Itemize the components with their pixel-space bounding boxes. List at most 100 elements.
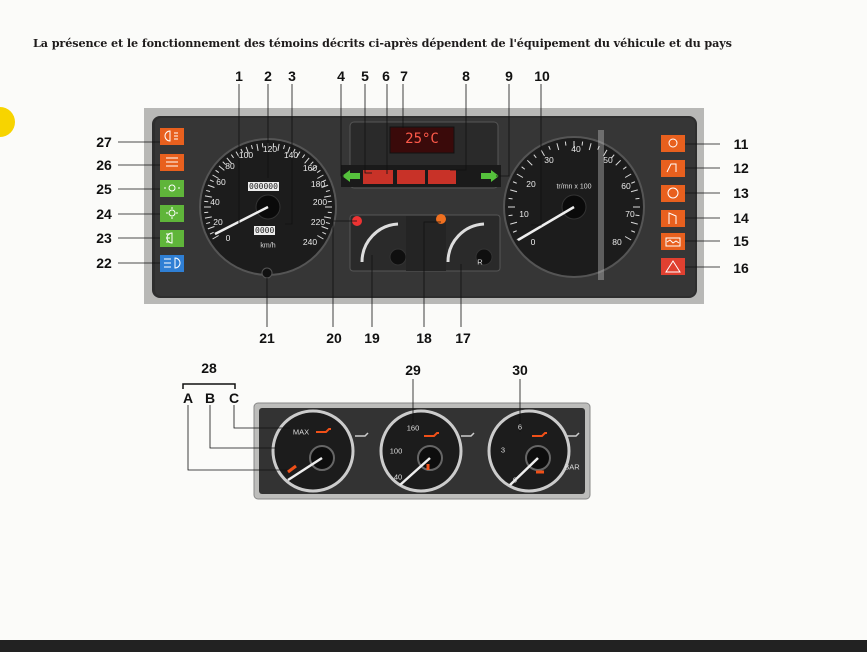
oil-pressure-tick: 6: [517, 422, 523, 432]
speed-tick: 160: [302, 163, 318, 173]
dial-tick: [321, 226, 329, 230]
callout-26: 26: [96, 157, 112, 173]
dial-tick: [611, 154, 615, 159]
callout-16: 16: [733, 260, 749, 276]
dial-tick: [516, 173, 524, 178]
oil-pressure-warning: [363, 170, 393, 184]
dial-tick: [603, 149, 608, 157]
callout-21: 21: [259, 330, 275, 346]
callout-bracket-28: [182, 383, 236, 389]
dial-tick: [548, 145, 551, 150]
rpm-tick: 80: [612, 237, 622, 247]
rpm-tick: 50: [603, 155, 613, 165]
callout-20: 20: [326, 330, 342, 346]
callout-29: 29: [405, 362, 421, 378]
left-warning-lights: [160, 128, 184, 272]
speed-tick: 200: [312, 197, 328, 207]
dial-tick: [296, 151, 301, 158]
dial-tick: [250, 145, 253, 150]
brake-icon: [661, 135, 685, 152]
dial-tick: [215, 169, 220, 173]
dial-tick: [624, 173, 632, 178]
dial-tick: [630, 189, 638, 193]
dial-tick: [277, 143, 280, 151]
dial-tick: [521, 166, 526, 170]
dial-tick: [316, 169, 321, 173]
oil-gauge-panel: [253, 402, 591, 500]
dial-tick: [304, 157, 310, 164]
page-heading: La présence et le fonctionnement des tém…: [33, 36, 732, 50]
dial-tick: [226, 157, 232, 164]
temperature-display: [389, 126, 455, 154]
speed-tick: 140: [283, 150, 299, 160]
dial-tick: [510, 221, 518, 225]
dial-tick: [302, 154, 306, 159]
callout-B: B: [204, 390, 216, 406]
speed-tick: 100: [238, 150, 254, 160]
sidelights-icon: [160, 180, 184, 197]
callout-12: 12: [733, 160, 749, 176]
battery-charge-icon: [661, 233, 685, 250]
dial-tick: [564, 141, 567, 146]
dial-tick: [508, 197, 513, 200]
dial-tick: [245, 146, 249, 154]
dial-tick: [204, 195, 212, 198]
dial-tick: [256, 143, 259, 151]
dial-tick: [597, 145, 600, 150]
dial-tick: [508, 214, 513, 217]
dial-tick: [526, 159, 533, 166]
dial-tick: [292, 148, 296, 153]
dial-tick: [556, 143, 560, 151]
fuel-reserve-light: [436, 214, 446, 224]
dial-tick: [631, 230, 636, 233]
oil-temp-tick: 160: [406, 423, 420, 433]
rpm-tick: 20: [526, 179, 536, 189]
dial-tick: [287, 146, 291, 154]
callout-15: 15: [733, 233, 749, 249]
dial-tick: [321, 184, 329, 188]
speed-tick: 0: [225, 233, 231, 243]
dial-tick: [635, 197, 640, 200]
turn-right-arrow: [481, 170, 499, 182]
dial-tick: [322, 231, 327, 235]
speed-tick: 60: [216, 177, 226, 187]
dial-tick: [624, 236, 632, 241]
dial-tick: [540, 149, 545, 157]
rpm-tick: 0: [530, 237, 536, 247]
dial-tick: [630, 221, 638, 225]
dial-tick: [512, 230, 517, 233]
temperature-readout: 25°C: [405, 131, 439, 147]
dial-tick: [230, 154, 234, 159]
callout-17: 17: [455, 330, 471, 346]
dial-tick: [283, 145, 286, 150]
trip-meter: 0000: [254, 226, 276, 235]
dial-tick: [317, 174, 324, 179]
dial-tick: [207, 184, 215, 188]
dial-tick: [512, 181, 517, 184]
odometer: 000000: [248, 182, 279, 191]
fuel-reserve-label: R: [477, 257, 483, 267]
callout-24: 24: [96, 206, 112, 222]
dial-tick: [325, 189, 330, 192]
oil-pressure-unit: BAR: [564, 462, 580, 472]
dial-tick: [631, 181, 636, 184]
battery-warning: [428, 170, 456, 184]
oil-level-max: MAX: [292, 427, 310, 437]
rpm-unit: tr/mn x 100: [556, 183, 592, 191]
rpm-tick: 30: [544, 155, 554, 165]
callout-1: 1: [235, 68, 243, 84]
callout-27: 27: [96, 134, 112, 150]
callout-19: 19: [364, 330, 380, 346]
rear-fog-icon: [160, 128, 184, 145]
rheostat-knob: [261, 267, 273, 279]
door-open-icon: [661, 210, 685, 227]
rpm-tick: 70: [625, 209, 635, 219]
coolant-temp-scale: [360, 222, 399, 263]
fuel-scale: [446, 222, 485, 263]
dial-tick: [322, 179, 327, 183]
oil-temp-tick: 100: [389, 446, 403, 456]
dial-tick: [222, 161, 226, 165]
brake-pad-warning: [397, 170, 425, 184]
speed-tick: 80: [225, 161, 235, 171]
